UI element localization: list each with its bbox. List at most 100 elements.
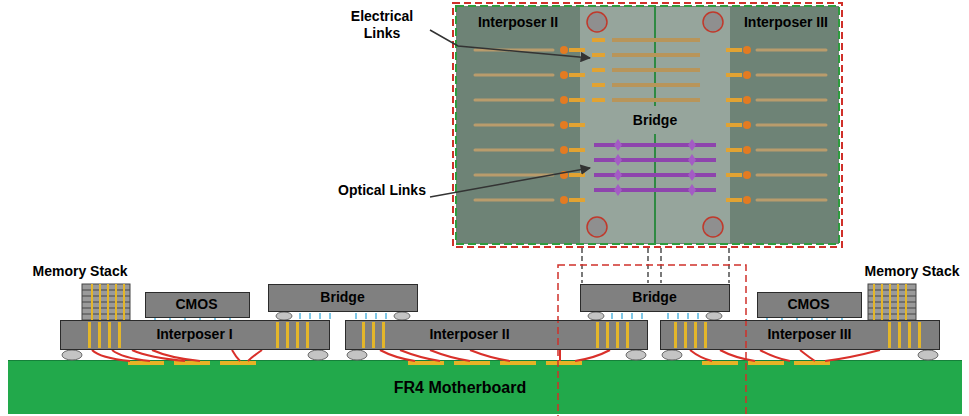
wire <box>757 74 826 77</box>
pad <box>560 146 568 154</box>
interposer-body <box>660 320 940 350</box>
tsv <box>296 322 299 348</box>
pad <box>743 71 751 79</box>
wire <box>757 174 826 177</box>
pad <box>726 173 742 177</box>
wire <box>757 124 826 127</box>
top-view <box>430 3 842 247</box>
tsv <box>908 322 911 348</box>
part-label: FR4 Motherboard <box>394 379 526 397</box>
part-label: CMOS <box>788 296 830 312</box>
part-label: Interposer III <box>767 326 851 342</box>
tsv <box>118 322 121 348</box>
board-pads <box>128 361 830 365</box>
wire <box>475 199 553 202</box>
optical-link <box>594 188 716 192</box>
tsv <box>382 322 385 348</box>
solder-ball <box>588 312 604 320</box>
solder-ball <box>62 350 82 360</box>
top-view-frame <box>453 3 842 247</box>
pad <box>569 48 585 52</box>
interposer: Interposer II <box>345 320 648 350</box>
bridge-top-area <box>580 7 730 243</box>
tsv <box>684 322 687 348</box>
pad <box>592 68 605 72</box>
tsv-group <box>88 322 921 348</box>
optical-links <box>594 139 716 196</box>
micro-bump <box>300 313 386 319</box>
solder-ball <box>394 312 410 320</box>
tsv <box>874 284 906 320</box>
tsv <box>88 322 91 348</box>
pad <box>560 196 568 204</box>
tsv <box>596 322 599 348</box>
pad <box>560 96 568 104</box>
cmos-die: CMOS <box>145 292 250 318</box>
tsv <box>674 322 677 348</box>
part-label: Memory Stack <box>865 263 960 279</box>
solder-ball <box>918 350 938 360</box>
cmos-die: CMOS <box>757 292 862 318</box>
chip-body <box>145 292 250 318</box>
interposer-body <box>60 320 330 350</box>
pad <box>569 98 585 102</box>
optical-link <box>594 158 716 162</box>
wire <box>475 124 553 127</box>
tsv <box>92 284 124 320</box>
pad <box>702 361 738 365</box>
callout-label: Electrical Links <box>336 8 428 42</box>
pad <box>726 123 742 127</box>
optical-link <box>594 143 716 147</box>
pad <box>569 73 585 77</box>
memory-stack: Memory Stack <box>18 258 146 322</box>
die-boundary <box>82 290 130 314</box>
part-label: Interposer II <box>478 14 558 30</box>
memory-stack: Memory Stack <box>850 258 964 322</box>
part-label: CMOS <box>176 296 218 312</box>
interposer-wiring <box>726 46 826 204</box>
tsv <box>626 322 629 348</box>
pad <box>560 121 568 129</box>
tsv <box>276 322 279 348</box>
micro-bumps <box>155 313 842 320</box>
tsv <box>888 322 891 348</box>
bridge-top-view: Bridge <box>580 5 730 245</box>
die-boundary <box>868 290 916 314</box>
tsv <box>606 322 609 348</box>
optical-coupler <box>614 139 622 196</box>
interposer-wiring <box>475 46 585 204</box>
alignment-bump <box>703 217 723 237</box>
callout-label: Optical Links <box>336 182 428 199</box>
solder-ball <box>347 350 367 360</box>
pad <box>569 148 585 152</box>
pad <box>743 121 751 129</box>
alignment-bump <box>703 12 723 32</box>
pad <box>726 148 742 152</box>
solder-ball <box>662 350 682 360</box>
tsv <box>918 322 921 348</box>
memory-die-stack <box>868 284 916 320</box>
wire <box>757 199 826 202</box>
pad <box>743 146 751 154</box>
part-label: Interposer I <box>156 326 232 342</box>
pad <box>592 98 605 102</box>
memory-stack-figure <box>82 284 916 320</box>
interposer: Interposer I <box>60 320 330 350</box>
pad <box>569 198 585 202</box>
tsv <box>372 322 375 348</box>
part-label: Bridge <box>320 289 364 305</box>
pad <box>743 96 751 104</box>
optical-link <box>594 173 716 177</box>
wire <box>757 49 826 52</box>
tsv <box>362 322 365 348</box>
motherboard: FR4 Motherboard <box>8 360 962 414</box>
chip-body <box>580 284 730 312</box>
interposer-top-view: Interposer II <box>455 5 655 245</box>
solder-ball <box>706 312 722 320</box>
pad <box>174 361 210 365</box>
tsv <box>704 322 707 348</box>
wire <box>475 74 553 77</box>
pad <box>220 361 256 365</box>
